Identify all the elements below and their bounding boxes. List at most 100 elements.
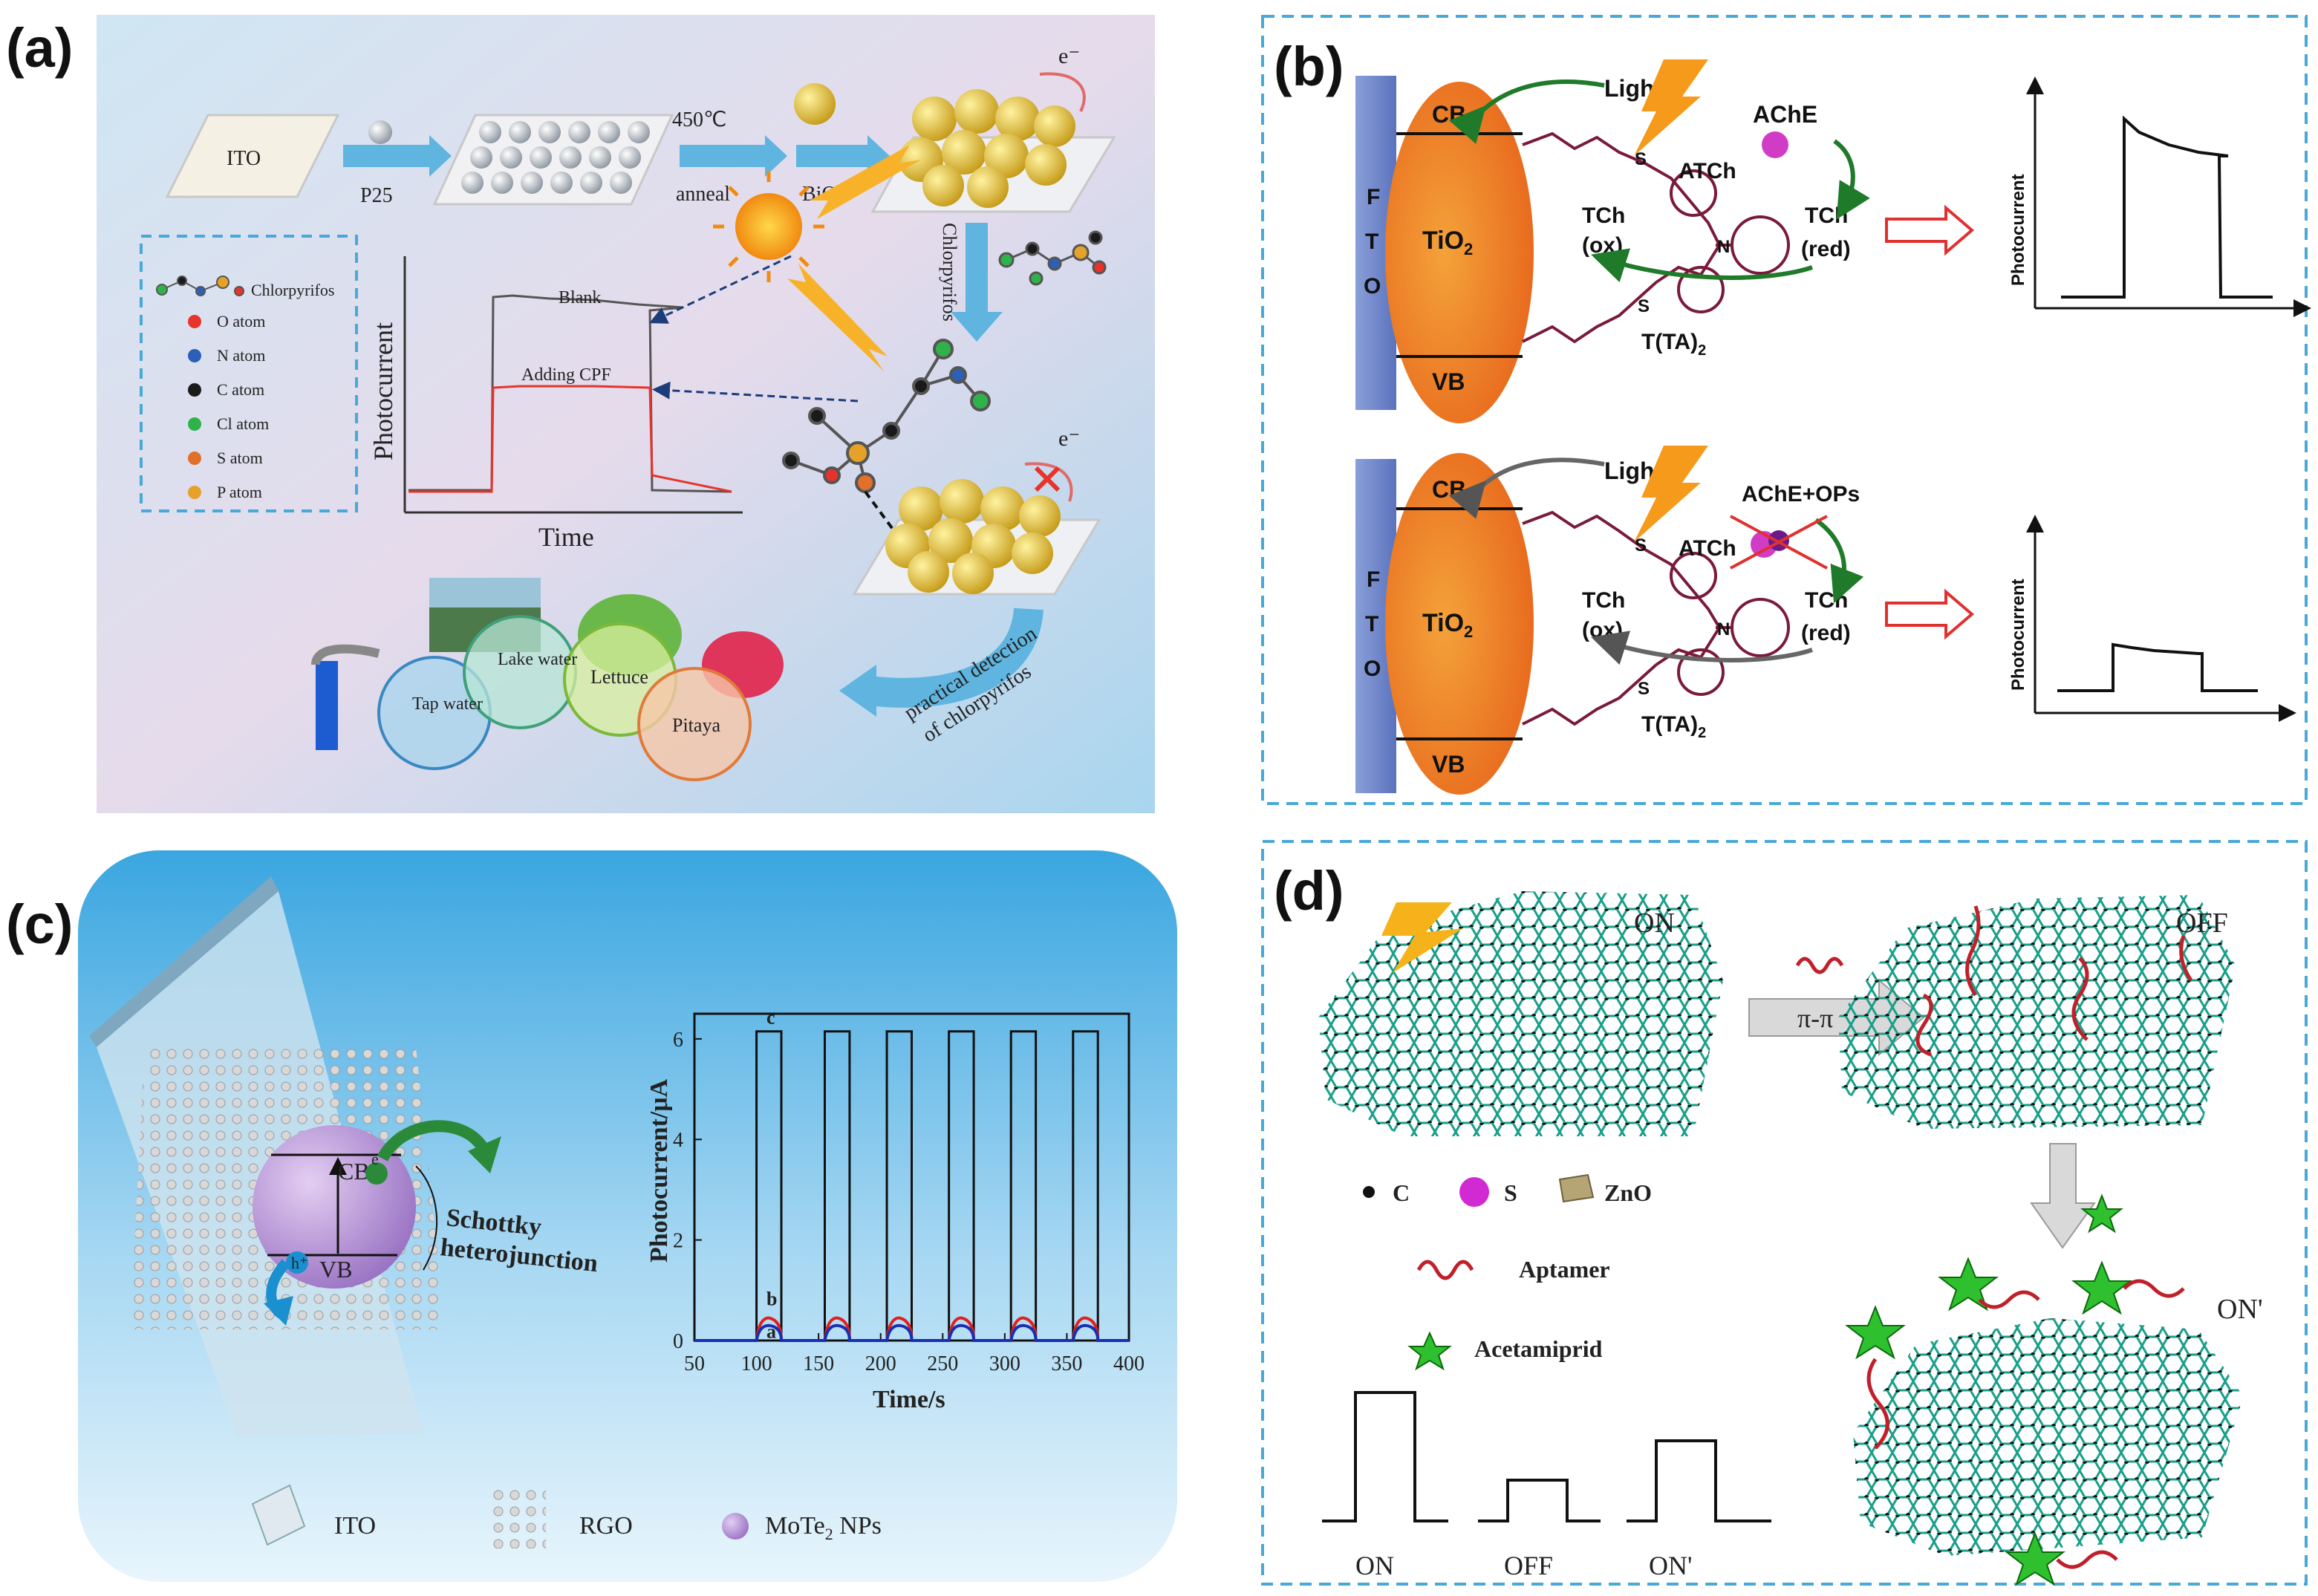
legend-atom-label: O atom bbox=[217, 312, 265, 330]
legend-zno-label: ZnO bbox=[1604, 1179, 1652, 1206]
legend-atom-icon bbox=[188, 486, 201, 499]
panel-a-label: (a) bbox=[6, 17, 73, 79]
c-curve-label-b: b bbox=[766, 1289, 777, 1310]
panel-a-x-label: Time bbox=[538, 522, 594, 552]
legend-atom-icon bbox=[188, 417, 201, 431]
c-x-tick-label: 50 bbox=[684, 1352, 705, 1375]
panel-b-border bbox=[1261, 15, 2308, 805]
ito-label: ITO bbox=[227, 147, 261, 170]
panel-a-y-label: Photocurrent bbox=[368, 322, 398, 460]
tch-arrow-top bbox=[1591, 248, 1813, 283]
c-series-a bbox=[694, 1323, 1129, 1342]
sample-lake: Lake water bbox=[498, 650, 577, 669]
s-atom-bottom-1: S bbox=[1635, 535, 1647, 556]
sample-bubble-pitaya bbox=[637, 667, 752, 781]
tch-ox-label-1-top: TCh bbox=[1582, 203, 1625, 228]
light-bolt-bottom bbox=[787, 264, 888, 371]
practical-arrow-head bbox=[839, 665, 876, 717]
dashed-arrow-cpf bbox=[652, 381, 859, 403]
tap-photo bbox=[316, 661, 338, 750]
panel-d-label: (d) bbox=[1274, 860, 1344, 922]
chlorpyrifos-molecule-bound bbox=[782, 339, 991, 493]
c-x-tick-label: 300 bbox=[989, 1352, 1020, 1375]
legend-carbon-icon bbox=[1363, 1186, 1375, 1198]
b-bottom-y-label: Photocurrent bbox=[2008, 579, 2028, 691]
fto-t-top: T bbox=[1365, 229, 1378, 254]
tch-red-label-2-bottom: (red) bbox=[1801, 621, 1851, 645]
arrow-chlorpyrifos bbox=[951, 223, 1003, 342]
panel-c-label: (c) bbox=[6, 893, 73, 955]
c-curve-label-a: a bbox=[766, 1321, 776, 1343]
b-bottom-pulse bbox=[2057, 642, 2258, 692]
panel-d-border bbox=[1261, 840, 2308, 1586]
c-y-tick-label: 6 bbox=[673, 1029, 683, 1052]
n-atom-bottom: N bbox=[1717, 619, 1730, 639]
light-bolt-b-top bbox=[1634, 59, 1708, 156]
tta-label-top: T(TA)2 bbox=[1641, 330, 1706, 359]
graphene-sheet-on-prime bbox=[1853, 1318, 2243, 1556]
tch-arrow-bottom bbox=[1591, 631, 1813, 665]
c-y-tick-label: 4 bbox=[673, 1129, 683, 1152]
down-arrow-d bbox=[2030, 1143, 2096, 1249]
electron-transfer-arrow-c bbox=[377, 1120, 488, 1162]
bioi-spheres-bottom bbox=[885, 479, 1061, 594]
legend-ito-icon bbox=[251, 1484, 306, 1546]
p25-particle-icon bbox=[368, 120, 392, 144]
legend-atom-icon bbox=[188, 315, 201, 328]
aptamer-icon-arrow bbox=[1795, 957, 1844, 974]
tio2-ellipse-bottom bbox=[1385, 453, 1534, 795]
c-x-tick-label: 150 bbox=[803, 1352, 834, 1375]
cb-label-c: CB bbox=[338, 1158, 370, 1185]
anneal-label: anneal bbox=[676, 183, 730, 206]
tch-ox-label-1-bottom: TCh bbox=[1582, 588, 1625, 613]
adding-cpf-label: Adding CPF bbox=[521, 365, 611, 385]
bioi-spheres-top bbox=[899, 89, 1075, 208]
vb-label-c: VB bbox=[319, 1256, 352, 1283]
ache-label-top: AChE bbox=[1753, 101, 1817, 128]
on-prime-label: ON' bbox=[2217, 1294, 2263, 1325]
tta-molecule-top bbox=[1522, 131, 1790, 344]
sample-pitaya: Pitaya bbox=[672, 714, 720, 736]
legend-atom-icon bbox=[188, 349, 201, 362]
legend-zno-icon bbox=[1558, 1173, 1595, 1203]
tio2-label-bottom: TiO2 bbox=[1422, 609, 1473, 641]
legend-title: Chlorpyrifos bbox=[251, 281, 334, 299]
tio2-ellipse-top bbox=[1385, 82, 1534, 423]
electron-top-label: e⁻ bbox=[1058, 44, 1080, 68]
atch-label-top: ATCh bbox=[1679, 159, 1736, 183]
fto-t-bottom: T bbox=[1365, 612, 1378, 636]
pulse-off-label: OFF bbox=[1504, 1551, 1553, 1580]
pulse-on-prime bbox=[1627, 1439, 1771, 1522]
acetamiprid-star-small bbox=[2080, 1193, 2123, 1234]
bioi-particle-icon bbox=[794, 83, 836, 125]
panel-d: (d) ON π-π OFF ON' C S Z bbox=[1261, 840, 2308, 1586]
practical-detection-arrow bbox=[867, 607, 1044, 708]
legend-aptamer-label: Aptamer bbox=[1519, 1256, 1610, 1283]
tch-ox-label-2-bottom: (ox) bbox=[1582, 618, 1623, 642]
dashed-arrow-blank bbox=[649, 255, 792, 324]
c-chart-series: abc bbox=[694, 1007, 1129, 1343]
legend-atom-label: Cl atom bbox=[217, 414, 269, 433]
c-x-tick-label: 250 bbox=[927, 1352, 958, 1375]
legend-c-label: C bbox=[1393, 1179, 1410, 1206]
on-label: ON bbox=[1634, 908, 1675, 939]
n-atom-top: N bbox=[1717, 237, 1730, 257]
legend-molecule-icon bbox=[156, 276, 244, 296]
legend-acetamiprid-label: Acetamiprid bbox=[1474, 1335, 1603, 1362]
fto-f-top: F bbox=[1367, 185, 1380, 209]
pulse-on-prime-label: ON' bbox=[1649, 1551, 1692, 1580]
red-arrow-top bbox=[1885, 204, 1975, 256]
vb-label-bottom: VB bbox=[1432, 751, 1465, 778]
c-chart-y-label: Photocurrent/μA bbox=[645, 1078, 673, 1263]
legend-rgo-icon bbox=[490, 1489, 546, 1548]
tch-red-label-2-top: (red) bbox=[1801, 237, 1851, 261]
c-x-tick-label: 400 bbox=[1113, 1352, 1145, 1375]
arrow-anneal bbox=[680, 135, 787, 177]
fto-f-bottom: F bbox=[1367, 567, 1380, 592]
arrow-bioi bbox=[796, 135, 890, 177]
ache-ops-label: AChE+OPs bbox=[1742, 482, 1860, 507]
electron-bottom-label: e⁻ bbox=[1058, 426, 1080, 451]
legend-acetamiprid-icon bbox=[1407, 1331, 1452, 1371]
